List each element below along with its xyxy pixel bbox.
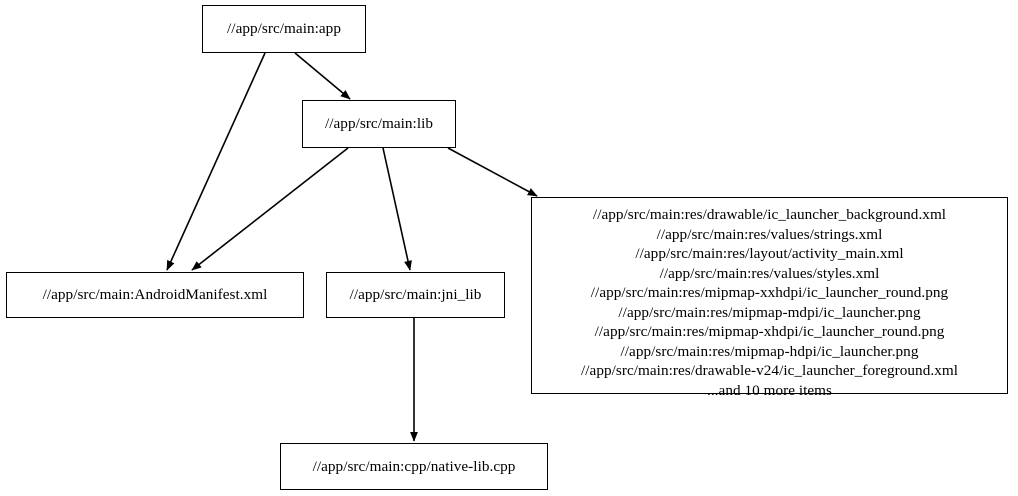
edge-app-to-manifest <box>166 52 266 271</box>
graph-node-app[interactable]: //app/src/main:app <box>202 5 366 53</box>
graph-node-jni-lib[interactable]: //app/src/main:jni_lib <box>326 272 505 318</box>
graph-node-lib[interactable]: //app/src/main:lib <box>302 100 456 148</box>
edge-app-to-lib <box>294 52 351 100</box>
graph-node-android-manifest[interactable]: //app/src/main:AndroidManifest.xml <box>6 272 304 318</box>
dependency-line: ...and 10 more items <box>706 381 832 399</box>
dependency-line: //app/src/main:res/mipmap-hdpi/ic_launch… <box>620 342 919 360</box>
dependency-line: //app/src/main:res/drawable/ic_launcher_… <box>592 206 947 223</box>
edge-lib-to-manifest <box>191 147 349 271</box>
dependency-line: //app/src/main:res/mipmap-xhdpi/ic_launc… <box>594 323 945 340</box>
graph-node-native-lib-cpp[interactable]: //app/src/main:cpp/native-lib.cpp <box>280 443 548 490</box>
graph-node-res-group[interactable]: //app/src/main:res/drawable/ic_launcher_… <box>531 197 1008 399</box>
edge-lib-to-jni-lib <box>382 147 412 271</box>
dependency-line: //app/src/main:res/values/strings.xml <box>656 225 883 243</box>
dependency-line: //app/src/main:res/mipmap-xxhdpi/ic_laun… <box>590 284 949 301</box>
dependency-line: //app/src/main:res/values/styles.xml <box>659 264 880 282</box>
edge-lib-to-res-group <box>447 147 538 197</box>
dependency-line: //app/src/main:res/layout/activity_main.… <box>635 245 904 262</box>
dependency-line: //app/src/main:res/mipmap-mdpi/ic_launch… <box>618 303 921 321</box>
dependency-line: //app/src/main:res/drawable-v24/ic_launc… <box>581 362 958 379</box>
